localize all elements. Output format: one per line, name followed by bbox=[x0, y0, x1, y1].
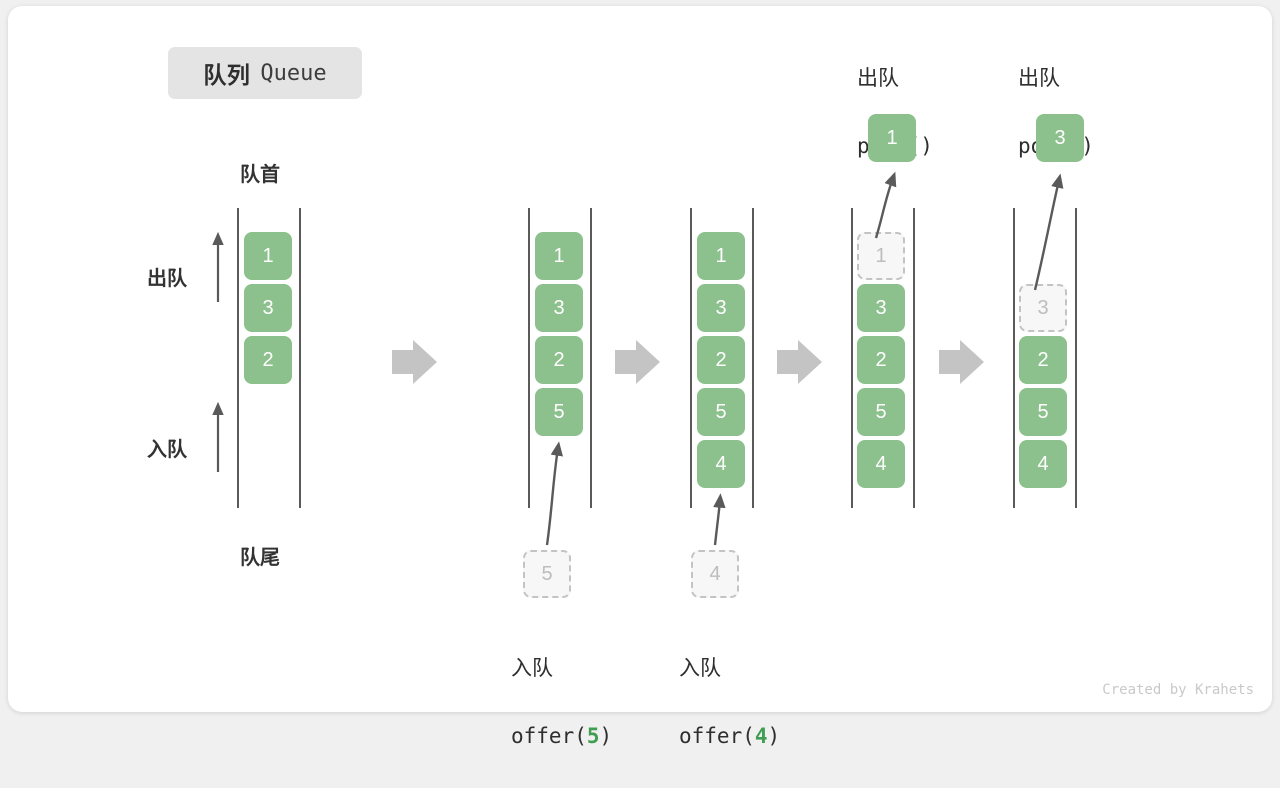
queue-cell: 5 bbox=[857, 388, 905, 436]
queue-rail-left-4 bbox=[1013, 208, 1015, 508]
queue-cell: 2 bbox=[697, 336, 745, 384]
queue-rail-left-1 bbox=[528, 208, 530, 508]
queue-cell: 2 bbox=[535, 336, 583, 384]
queue-cell: 4 bbox=[1019, 440, 1067, 488]
ghost-cell: 4 bbox=[691, 550, 739, 598]
caption-code: offer(5) bbox=[511, 724, 613, 748]
popped-cell: 3 bbox=[1036, 114, 1084, 162]
flow-arrow bbox=[615, 340, 660, 384]
caption-arg: 4 bbox=[754, 724, 768, 748]
queue-cell: 5 bbox=[535, 388, 583, 436]
credit-text: Created by Krahets bbox=[1102, 682, 1254, 698]
queue-cell: 3 bbox=[244, 284, 292, 332]
caption-cn: 入队 bbox=[511, 657, 553, 680]
caption-code: offer(4) bbox=[679, 724, 781, 748]
ghost-cell: 3 bbox=[1019, 284, 1067, 332]
queue-rail-right-4 bbox=[1075, 208, 1077, 508]
diagram-stage: 队列 Queue 队首 队尾 出队 入队 1 3 2 1 3 2 5 5 入队 … bbox=[147, 28, 1254, 748]
enqueue-arrow-5 bbox=[545, 441, 563, 546]
label-dequeue: 出队 bbox=[147, 268, 187, 290]
queue-cell: 3 bbox=[857, 284, 905, 332]
title-badge: 队列 Queue bbox=[168, 47, 362, 99]
flow-arrow bbox=[392, 340, 437, 384]
caption-stage-3: 出队 poll() bbox=[857, 28, 933, 198]
label-head: 队首 bbox=[240, 164, 280, 186]
queue-rail-right-0 bbox=[299, 208, 301, 508]
label-enqueue: 入队 bbox=[147, 439, 187, 461]
caption-stage-1: 入队 offer(5) bbox=[511, 618, 612, 788]
title-cn: 队列 bbox=[203, 62, 251, 88]
caption-cn: 出队 bbox=[1018, 67, 1060, 90]
queue-rail-left-0 bbox=[237, 208, 239, 508]
ghost-cell: 1 bbox=[857, 232, 905, 280]
enqueue-arrow-4 bbox=[713, 493, 726, 546]
queue-cell: 3 bbox=[535, 284, 583, 332]
queue-rail-left-2 bbox=[690, 208, 692, 508]
title-en: Queue bbox=[260, 60, 327, 86]
queue-cell: 2 bbox=[857, 336, 905, 384]
queue-cell: 1 bbox=[697, 232, 745, 280]
caption-stage-2: 入队 offer(4) bbox=[679, 618, 780, 788]
queue-rail-left-3 bbox=[851, 208, 853, 508]
caption-cn: 入队 bbox=[679, 657, 721, 680]
caption-stage-4: 出队 poll() bbox=[1018, 28, 1094, 198]
ghost-cell: 5 bbox=[523, 550, 571, 598]
queue-rail-right-3 bbox=[913, 208, 915, 508]
flow-arrow bbox=[777, 340, 822, 384]
queue-cell: 4 bbox=[857, 440, 905, 488]
queue-rail-right-2 bbox=[752, 208, 754, 508]
queue-cell: 2 bbox=[1019, 336, 1067, 384]
queue-cell: 2 bbox=[244, 336, 292, 384]
queue-cell: 1 bbox=[535, 232, 583, 280]
popped-cell: 1 bbox=[868, 114, 916, 162]
caption-arg: 5 bbox=[586, 724, 600, 748]
caption-cn: 出队 bbox=[857, 67, 899, 90]
queue-cell: 5 bbox=[1019, 388, 1067, 436]
queue-cell: 5 bbox=[697, 388, 745, 436]
label-tail: 队尾 bbox=[240, 547, 280, 569]
queue-rail-right-1 bbox=[590, 208, 592, 508]
queue-cell: 3 bbox=[697, 284, 745, 332]
queue-cell: 4 bbox=[697, 440, 745, 488]
queue-cell: 1 bbox=[244, 232, 292, 280]
flow-arrow bbox=[939, 340, 984, 384]
